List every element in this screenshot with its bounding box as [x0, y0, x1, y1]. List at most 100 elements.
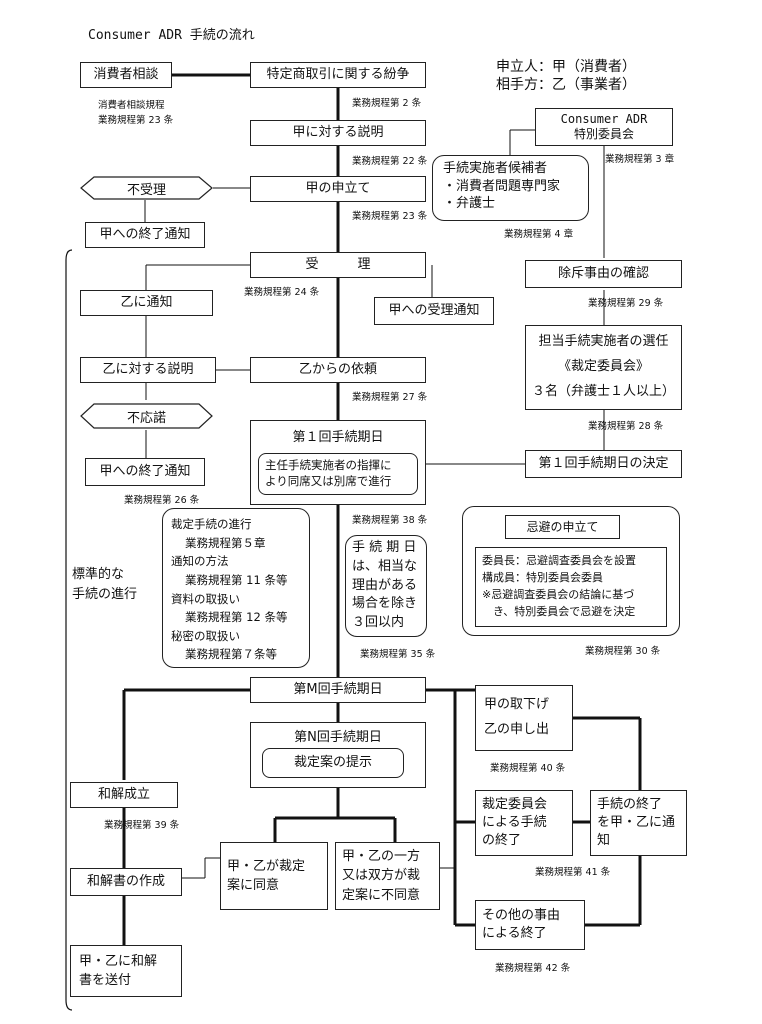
- select-rule: 業務規程第 28 条: [588, 421, 664, 432]
- proposal-box: 裁定案の提示: [262, 748, 404, 778]
- consult-rule-2: 業務規程第 23 条: [98, 115, 174, 126]
- avoid-rule: 業務規程第 30 条: [585, 646, 661, 657]
- progress-box: 裁定手続の進行 業務規程第５章 通知の方法 業務規程第 11 条等 資料の取扱い…: [162, 508, 310, 668]
- accept-notice-a-label: 甲への受理通知: [388, 303, 480, 319]
- legend-applicant: 申立人：甲（消費者）: [496, 59, 636, 75]
- no-response-shape: 不応諾: [80, 403, 213, 429]
- end-notice-a1-box: 甲への終了通知: [85, 222, 205, 248]
- reject-shape: 不受理: [80, 176, 213, 200]
- settle-rule: 業務規程第 39 条: [104, 820, 180, 831]
- progress-line-7: 秘密の取扱い: [171, 628, 240, 643]
- progress-line-2: 業務規程第５章: [185, 535, 266, 550]
- agree-box: 甲・乙が裁定 案に同意: [220, 842, 328, 910]
- first-decide-box: 第１回手続期日の決定: [525, 450, 682, 478]
- exclusion-check-box: 除斥事由の確認: [525, 260, 682, 288]
- progress-line-1: 裁定手続の進行: [171, 517, 252, 531]
- notify-b-label: 乙に通知: [120, 295, 173, 311]
- dispute-rule: 業務規程第 2 条: [352, 98, 422, 109]
- progress-line-8: 業務規程第７条等: [185, 647, 277, 662]
- end-notice-a2-box: 甲への終了通知: [85, 458, 205, 486]
- accept-label: 受 理: [305, 257, 371, 273]
- first-inner-label: 主任手続実施者の指揮に より同席又は別席で進行: [265, 458, 392, 488]
- candidates-rule: 業務規程第 4 章: [504, 229, 574, 240]
- candidates-item-2: ・弁護士: [443, 196, 496, 212]
- m-session-label: 第M回手続期日: [293, 682, 383, 698]
- withdraw-label: 甲の取下げ 乙の申し出: [484, 697, 550, 737]
- accept-notice-a-box: 甲への受理通知: [374, 297, 494, 325]
- explain-b-label: 乙に対する説明: [102, 362, 194, 378]
- withdraw-rule: 業務規程第 40 条: [490, 763, 566, 774]
- committee-end-label: 裁定委員会 による手続 の終了: [482, 796, 548, 849]
- avoid-line-4: き、特別委員会で忌避を決定: [482, 605, 636, 619]
- end-notice-a2-rule: 業務規程第 26 条: [124, 495, 200, 506]
- disagree-box: 甲・乙の一方 又は双方が裁 定案に不同意: [335, 842, 440, 910]
- exclusion-rule: 業務規程第 29 条: [588, 298, 664, 309]
- dispute-label: 特定商取引に関する紛争: [266, 67, 410, 83]
- committee-end-rule: 業務規程第 41 条: [535, 867, 611, 878]
- no-response-label: 不応諾: [126, 410, 166, 426]
- dispute-box: 特定商取引に関する紛争: [250, 62, 426, 88]
- select-line-2: 《裁定委員会》: [557, 359, 649, 375]
- send-doc-box: 甲・乙に和解 書を送付: [70, 945, 182, 997]
- progress-line-4: 業務規程第 11 条等: [185, 572, 288, 587]
- agree-label: 甲・乙が裁定 案に同意: [227, 858, 306, 894]
- settle-doc-label: 和解書の作成: [86, 874, 165, 890]
- select-box: 担当手続実施者の選任 《裁定委員会》 ３名（弁護士１人以上）: [525, 325, 682, 410]
- avoid-title-box: 忌避の申立て: [505, 515, 620, 539]
- candidates-item-1: ・消費者問題専門家: [443, 178, 561, 194]
- notify-end-box: 手続の終了 を甲・乙に通 知: [590, 790, 687, 856]
- avoid-title: 忌避の申立て: [526, 519, 599, 534]
- request-rule: 業務規程第 27 条: [352, 392, 428, 403]
- committee-line-1: Consumer ADR: [560, 112, 648, 126]
- select-line-1: 担当手続実施者の選任: [538, 334, 669, 350]
- committee-end-box: 裁定委員会 による手続 の終了: [475, 790, 573, 856]
- settle-box: 和解成立: [70, 782, 178, 808]
- notify-b-box: 乙に通知: [80, 290, 213, 316]
- avoid-line-2: 構成員：特別委員会委員: [482, 571, 603, 585]
- explain-a-label: 甲に対する説明: [292, 125, 384, 141]
- progress-line-6: 業務規程第 12 条等: [185, 610, 288, 625]
- other-end-label: その他の事由 による終了: [482, 907, 561, 941]
- legend-respondent: 相手方：乙（事業者）: [496, 77, 636, 93]
- request-b-box: 乙からの依頼: [250, 357, 426, 383]
- withdraw-box: 甲の取下げ 乙の申し出: [475, 685, 573, 751]
- explain-a-box: 甲に対する説明: [250, 120, 426, 146]
- select-line-3: ３名（弁護士１人以上）: [531, 383, 675, 399]
- settle-doc-box: 和解書の作成: [70, 868, 182, 896]
- period-rule: 業務規程第 35 条: [360, 649, 436, 660]
- candidates-box: 手続実施者候補者 ・消費者問題専門家 ・弁護士: [432, 155, 589, 221]
- end-notice-a1-label: 甲への終了通知: [99, 227, 191, 243]
- candidates-title: 手続実施者候補者: [443, 161, 548, 176]
- request-b-label: 乙からの依頼: [298, 362, 377, 378]
- proposal-label: 裁定案の提示: [293, 755, 372, 771]
- progress-line-3: 通知の方法: [171, 554, 229, 569]
- page-title: Consumer ADR 手続の流れ: [88, 28, 255, 43]
- period-box: 手 続 期 日 は、相当な 理由がある 場合を除き ３回以内: [345, 535, 427, 637]
- consult-box: 消費者相談: [80, 62, 172, 88]
- committee-line-2: 特別委員会: [573, 127, 634, 141]
- avoid-line-3: ※忌避調査委員会の結論に基づ: [482, 588, 635, 602]
- first-decide-label: 第１回手続期日の決定: [538, 456, 669, 472]
- disagree-label: 甲・乙の一方 又は双方が裁 定案に不同意: [342, 848, 421, 903]
- avoid-line-1: 委員長：忌避調査委員会を設置: [482, 554, 636, 567]
- consult-rule-1: 消費者相談規程: [98, 100, 165, 111]
- first-rule: 業務規程第 38 条: [352, 515, 428, 526]
- other-end-box: その他の事由 による終了: [475, 900, 585, 950]
- apply-rule: 業務規程第 23 条: [352, 211, 428, 222]
- apply-label: 甲の申立て: [305, 181, 371, 197]
- settle-label: 和解成立: [97, 787, 150, 803]
- progress-line-5: 資料の取扱い: [171, 591, 240, 606]
- explain-b-box: 乙に対する説明: [80, 357, 216, 383]
- other-end-rule: 業務規程第 42 条: [495, 963, 571, 974]
- m-session-box: 第M回手続期日: [250, 677, 426, 703]
- committee-box: Consumer ADR 特別委員会: [535, 108, 673, 146]
- period-label: 手 続 期 日 は、相当な 理由がある 場合を除き ３回以内: [352, 539, 418, 631]
- exclusion-check-label: 除斥事由の確認: [557, 266, 649, 282]
- accept-box: 受 理: [250, 252, 426, 278]
- explain-a-rule: 業務規程第 22 条: [352, 156, 428, 167]
- send-doc-label: 甲・乙に和解 書を送付: [79, 953, 158, 989]
- apply-box: 甲の申立て: [250, 176, 426, 202]
- accept-rule: 業務規程第 24 条: [244, 287, 320, 298]
- reject-label: 不受理: [126, 182, 166, 198]
